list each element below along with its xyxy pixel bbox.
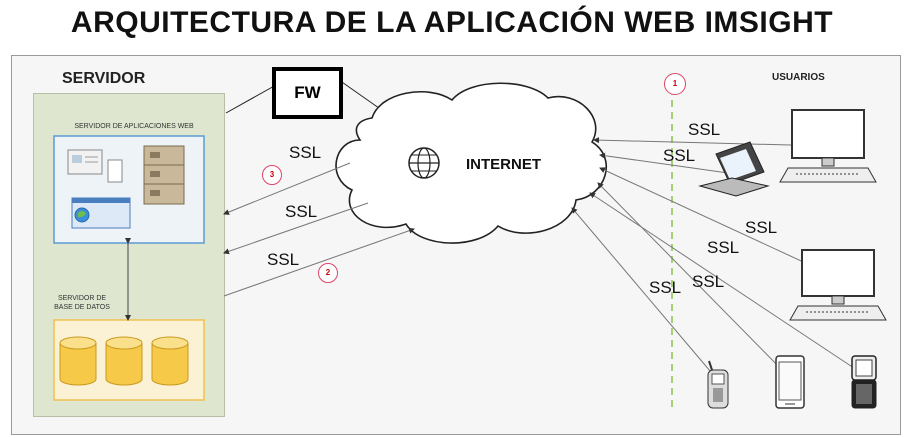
- ssl-label-user-2: SSL: [663, 146, 696, 165]
- smartphone-icon: [775, 355, 805, 409]
- ssl-label-server-1: SSL: [289, 143, 322, 162]
- ssl-label-user-3: SSL: [745, 218, 778, 237]
- app-server-label: SERVIDOR DE APLICACIONES WEB: [74, 123, 194, 130]
- internet-cloud-icon: [335, 82, 608, 244]
- desktop-computer-icon: [789, 249, 887, 321]
- server-internet-link-3: [223, 227, 415, 297]
- user-link-cellphone: [571, 207, 717, 379]
- db-server-label-line1: SERVIDOR DE: [57, 295, 107, 302]
- user-link-desktop-1: [593, 137, 829, 147]
- ssl-label-user-6: SSL: [649, 278, 682, 297]
- ssl-label-user-4: SSL: [707, 238, 740, 257]
- laptop-icon: [698, 141, 770, 197]
- flip-phone-icon: [851, 355, 877, 409]
- fw-link-left: [225, 84, 277, 114]
- user-link-smartphone: [597, 182, 791, 379]
- ssl-label-server-3: SSL: [267, 250, 300, 269]
- server-internet-link-2: [223, 202, 369, 255]
- marker-2: 2: [318, 263, 338, 283]
- user-link-laptop: [599, 152, 729, 174]
- firewall-box: FW: [272, 67, 343, 119]
- desktop-computer-icon: [779, 109, 877, 183]
- db-server-label-line2: BASE DE DATOS: [54, 304, 110, 311]
- firewall-label: FW: [294, 83, 321, 102]
- user-link-flip-phone: [589, 192, 867, 377]
- user-link-desktop-2: [599, 167, 839, 279]
- ssl-label-user-1: SSL: [688, 120, 721, 139]
- ssl-label-user-5: SSL: [692, 272, 725, 291]
- globe-icon: [408, 147, 440, 179]
- diagram-title: ARQUITECTURA DE LA APLICACIÓN WEB IMSIGH…: [70, 6, 834, 39]
- server-internet-link-1: [223, 162, 351, 215]
- marker-3: 3: [262, 165, 282, 185]
- database-cylinder-icon: [151, 336, 189, 386]
- usuarios-label: USUARIOS: [772, 72, 825, 83]
- web-app-window-icon: [67, 149, 123, 183]
- database-cylinder-icon: [105, 336, 143, 386]
- cellphone-icon: [707, 360, 729, 409]
- servidor-label: SERVIDOR: [62, 70, 146, 87]
- internet-label: INTERNET: [466, 156, 541, 173]
- database-cylinder-icon: [59, 336, 97, 386]
- marker-1: 1: [664, 73, 686, 95]
- server-rack-icon: [143, 145, 185, 205]
- browser-window-icon: [71, 197, 131, 229]
- db-server-label: SERVIDOR DE BASE DE DATOS: [40, 294, 124, 312]
- ssl-label-server-2: SSL: [285, 202, 318, 221]
